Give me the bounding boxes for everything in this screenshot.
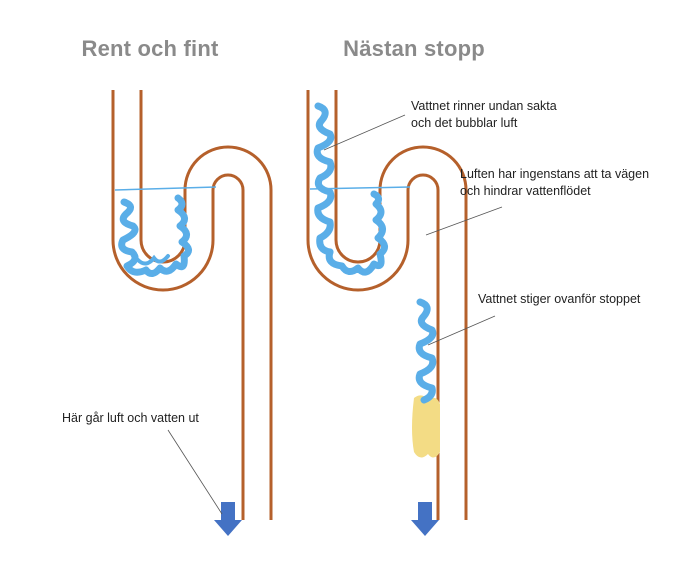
leader-air (425, 206, 503, 236)
water-swirl-inner (136, 254, 170, 266)
trap-clean (111, 90, 273, 520)
trap-clogged (306, 90, 468, 520)
pipe-clean-outer (111, 90, 245, 520)
water-above-blockage (415, 298, 437, 404)
callout-bubbles: Vattnet rinner undan sakta och det bubbl… (411, 98, 557, 132)
callout-rises-text: Vattnet stiger ovanför stoppet (478, 292, 641, 306)
leader-exit (167, 429, 223, 515)
callout-air: Luften har ingenstans att ta vägen och h… (460, 166, 649, 200)
panel-title-clean: Rent och fint (81, 36, 219, 61)
pipe-clean-inner (139, 90, 273, 520)
leader-bubbles (323, 114, 406, 151)
callout-air-line2: och hindrar vattenflödet (460, 184, 591, 198)
callout-air-line1: Luften har ingenstans att ta vägen (460, 167, 650, 181)
leader-rises (427, 315, 496, 346)
pipe-clogged-outer (306, 90, 440, 520)
callout-rises: Vattnet stiger ovanför stoppet (478, 291, 640, 308)
water-bubbles-left-leg (313, 102, 335, 256)
callout-exit-text: Här går luft och vatten ut (62, 411, 199, 425)
callout-bubbles-line2: och det bubblar luft (411, 116, 518, 130)
down-arrow-icon (214, 502, 242, 536)
callout-bubbles-line1: Vattnet rinner undan sakta (411, 99, 557, 113)
panel-title-almost-clogged: Nästan stopp (343, 36, 485, 61)
callout-exit: Här går luft och vatten ut (62, 410, 199, 427)
water-level-line (114, 186, 217, 191)
water-swirl-bend (325, 190, 388, 276)
down-arrow-icon (411, 502, 439, 536)
water-swirl (118, 194, 192, 277)
blockage (412, 395, 440, 458)
pipe-clogged-inner (334, 90, 468, 520)
